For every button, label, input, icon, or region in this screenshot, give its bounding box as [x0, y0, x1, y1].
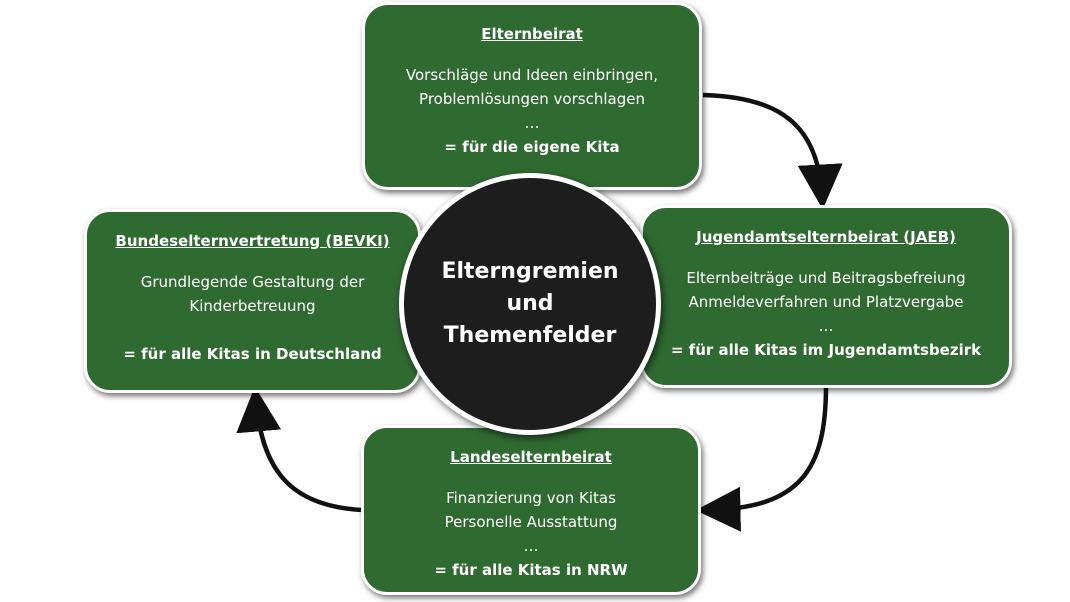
box-title: Elternbeirat — [481, 25, 583, 43]
arrow-top-to-right — [702, 92, 843, 210]
box-line: … — [818, 317, 834, 335]
box-scope: = für die eigene Kita — [444, 138, 620, 156]
box-scope: = für alle Kitas in Deutschland — [123, 345, 382, 363]
center-title-line: Elterngremien — [441, 259, 619, 284]
box-landeselternbeirat: Landeselternbeirat Finanzierung von Kita… — [361, 425, 701, 595]
arrow-bottom-to-left — [236, 386, 363, 513]
box-line: Grundlegende Gestaltung der — [140, 273, 365, 291]
box-line: Finanzierung von Kitas — [446, 489, 616, 507]
box-line: Problemlösungen vorschlagen — [419, 90, 645, 108]
center-circle: Elterngremien und Themenfelder — [399, 173, 661, 435]
box-jugendamtselternbeirat: Jugendamtselternbeirat (JAEB) Elternbeit… — [640, 205, 1012, 388]
box-line: Kinderbetreuung — [189, 297, 316, 315]
box-scope: = für alle Kitas in NRW — [434, 561, 628, 579]
arrow-right-to-bottom — [695, 385, 829, 532]
box-line: Vorschläge und Ideen einbringen, — [405, 66, 659, 84]
box-elternbeirat: Elternbeirat Vorschläge und Ideen einbri… — [362, 2, 702, 190]
box-spacer — [87, 318, 418, 342]
box-title: Landeselternbeirat — [450, 448, 612, 466]
box-title: Bundeselternvertretung (BEVKI) — [115, 232, 390, 250]
center-title-line: Themenfelder — [443, 323, 617, 348]
box-scope: = für alle Kitas im Jugendamtsbezirk — [670, 341, 982, 359]
box-line: … — [523, 537, 539, 555]
box-title: Jugendamtselternbeirat (JAEB) — [696, 228, 956, 246]
center-title-line: und — [506, 291, 554, 316]
box-line: Anmeldeverfahren und Platzvergabe — [688, 293, 964, 311]
box-line: … — [524, 114, 540, 132]
box-bundeselternvertretung: Bundeselternvertretung (BEVKI) Grundlege… — [84, 209, 421, 393]
box-line: Elternbeiträge und Beitragsbefreiung — [686, 269, 966, 287]
box-line: Personelle Ausstattung — [444, 513, 618, 531]
